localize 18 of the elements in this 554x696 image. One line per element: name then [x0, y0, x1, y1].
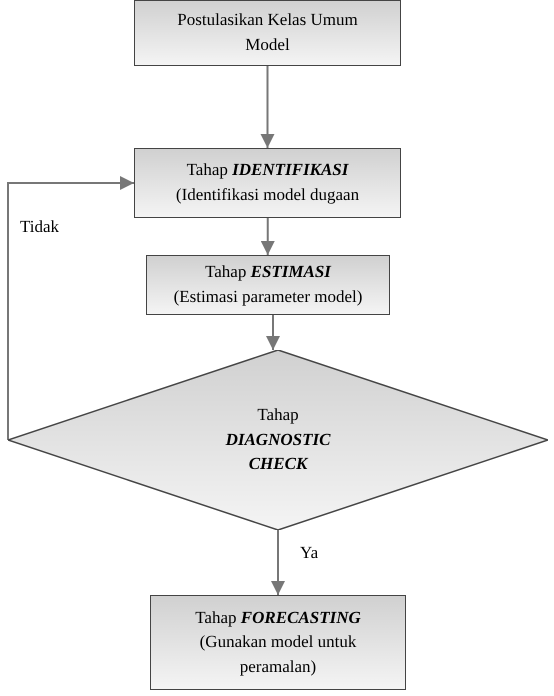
arrow: [260, 66, 274, 148]
arrow: [260, 218, 275, 255]
process-box: [146, 255, 390, 315]
arrow: [266, 315, 280, 350]
step-description: (Identifikasi model dugaan: [176, 184, 360, 206]
step-description: (Estimasi parameter model): [174, 286, 362, 308]
process-box: [134, 0, 401, 66]
arrow: [271, 530, 285, 595]
step-description: DIAGNOSTIC CHECK: [224, 428, 332, 476]
step-title: Tahap: [257, 404, 299, 426]
step-title: Tahap FORECASTING: [195, 606, 361, 629]
step-title: Tahap ESTIMASI: [205, 261, 331, 284]
step-title: Postulasikan Kelas Umum Model: [176, 9, 359, 56]
process-box: [150, 595, 406, 690]
step-title: Tahap IDENTIFIKASI: [186, 159, 348, 182]
arrow: [7, 176, 134, 440]
process-box: [134, 148, 401, 218]
step-description: (Gunakan model untuk peramalan): [198, 631, 358, 678]
